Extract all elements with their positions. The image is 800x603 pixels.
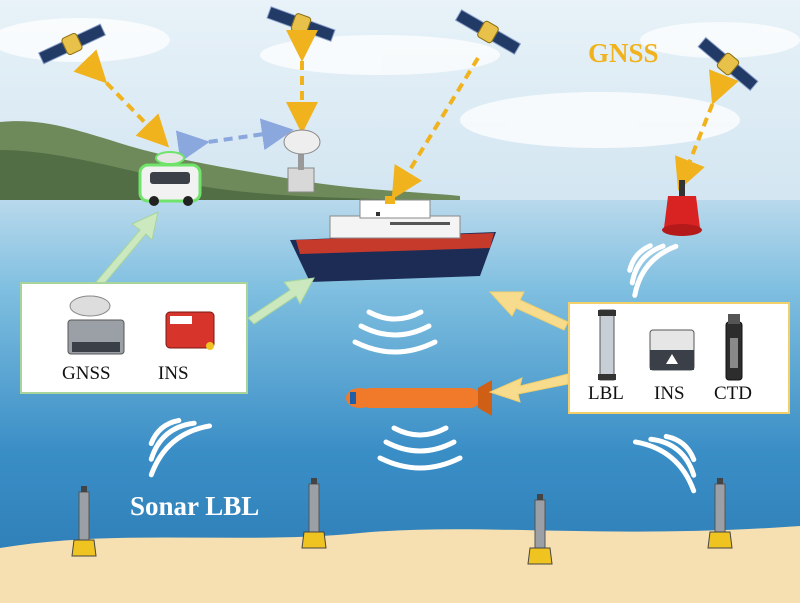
sonar-wave-icon — [377, 425, 463, 471]
right-box-arrows — [488, 291, 569, 403]
transponder-icon — [71, 486, 97, 557]
transponder-icon — [707, 478, 733, 549]
car-icon — [138, 151, 202, 206]
gnss-receiver-icon — [67, 295, 125, 355]
sonar-wave-icon — [632, 433, 697, 494]
seabed-sand — [0, 526, 800, 603]
sonar-wave-icon — [352, 309, 438, 355]
gnss-title: GNSS — [588, 38, 659, 68]
vessel-equipment-illustrations — [67, 295, 215, 355]
satellite-icon — [266, 6, 336, 42]
auv-equipment-illustrations — [598, 309, 743, 381]
transponders — [71, 478, 733, 565]
lbl-transponder-icon — [598, 309, 616, 381]
left-box-arrows — [95, 211, 315, 325]
ground-station-dish-icon — [283, 129, 321, 193]
auv-equipment-box: LBL INS CTD — [568, 302, 790, 414]
gnss-links — [73, 30, 739, 200]
transponder-icon — [527, 494, 553, 565]
sonar-waves — [148, 243, 697, 494]
lbl-caption: LBL — [588, 383, 624, 404]
ctd-caption: CTD — [714, 383, 752, 404]
buoy-icon — [662, 180, 702, 236]
ins-device-icon — [165, 311, 215, 350]
satellite-icon — [37, 23, 107, 65]
sonar-wave-icon — [627, 243, 679, 298]
auv-icon — [346, 380, 492, 416]
ctd-sensor-icon — [725, 314, 743, 381]
transponder-icon — [301, 478, 327, 549]
ins-caption: INS — [654, 383, 685, 404]
ins-caption: INS — [158, 363, 189, 384]
gnss-caption: GNSS — [62, 363, 111, 384]
sonar-lbl-label: Sonar LBL — [130, 491, 260, 521]
sonar-wave-icon — [148, 417, 213, 478]
ins-device-icon — [649, 329, 695, 371]
ship-icon — [290, 196, 496, 282]
satellite-icon — [454, 9, 522, 55]
vessel-equipment-box: GNSS INS — [20, 282, 248, 394]
